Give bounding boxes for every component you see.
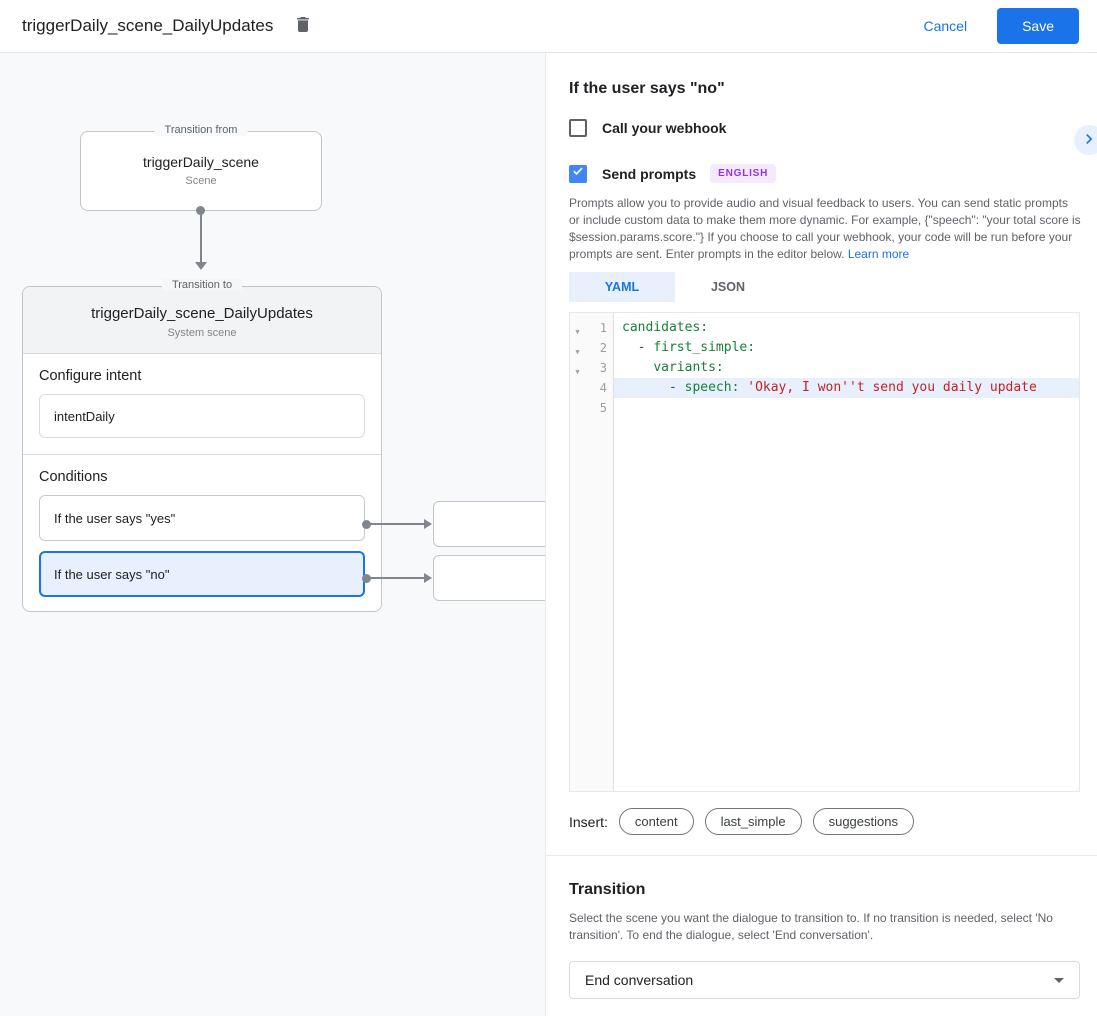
line-number: 5: [599, 401, 607, 415]
line-number: 2: [599, 341, 607, 355]
insert-row: Insert: content last_simple suggestions: [569, 808, 1080, 835]
transition-heading: Transition: [569, 881, 646, 898]
fold-arrow-icon[interactable]: [570, 319, 585, 338]
fold-arrow-icon[interactable]: [570, 359, 585, 378]
to-scene-header: triggerDaily_scene_DailyUpdates System s…: [23, 287, 381, 354]
line-number: 4: [599, 381, 607, 395]
edge-dot: [362, 574, 371, 583]
connector-arrowhead-icon: [195, 262, 207, 270]
conditions-label: Conditions: [39, 469, 108, 485]
editor-format-tabs: YAML JSON: [569, 272, 1080, 302]
intent-item[interactable]: intentDaily: [39, 394, 365, 438]
code-area[interactable]: candidates: - first_simple: variants: - …: [614, 313, 1079, 791]
delete-button[interactable]: [293, 14, 313, 38]
configure-intent-label: Configure intent: [39, 368, 142, 384]
trash-icon: [293, 14, 313, 38]
send-prompts-checkbox[interactable]: [569, 164, 587, 183]
editor-gutter: 1 2 3 4 5: [570, 313, 614, 791]
transition-from-node[interactable]: Transition from triggerDaily_scene Scene: [80, 124, 322, 211]
line-number: 3: [599, 361, 607, 375]
save-button[interactable]: Save: [997, 8, 1079, 44]
checkmark-icon: [571, 164, 585, 183]
code-line: - first_simple:: [622, 340, 756, 355]
scene-flow-canvas: Transition from triggerDaily_scene Scene…: [0, 53, 545, 1016]
condition-heading: If the user says "no": [569, 80, 725, 97]
panel-divider: [546, 855, 1097, 856]
to-scene-name: triggerDaily_scene_DailyUpdates: [91, 305, 313, 322]
transition-from-legend: Transition from: [154, 124, 248, 136]
transition-to-card: Transition to triggerDaily_scene_DailyUp…: [22, 279, 382, 612]
line-number: 1: [599, 321, 607, 335]
condition-item-no[interactable]: If the user says "no": [39, 551, 365, 597]
code-line: [614, 398, 1079, 418]
code-line: variants:: [653, 360, 724, 375]
insert-last-simple-chip[interactable]: last_simple: [704, 808, 802, 835]
send-prompts-label: Send prompts: [602, 165, 697, 182]
edge-dot: [362, 520, 371, 529]
insert-suggestions-chip[interactable]: suggestions: [812, 808, 914, 835]
top-bar: triggerDaily_scene_DailyUpdates Cancel S…: [0, 0, 1097, 53]
language-badge: ENGLISH: [710, 164, 777, 183]
condition-target-node[interactable]: [433, 501, 545, 547]
connector-dot: [196, 206, 205, 215]
cancel-button[interactable]: Cancel: [923, 18, 968, 34]
code-line: candidates:: [622, 320, 709, 335]
page-title: triggerDaily_scene_DailyUpdates: [22, 16, 274, 35]
edge-line: [369, 523, 424, 525]
chevron-right-icon: [1079, 129, 1097, 152]
to-scene-type: System scene: [167, 327, 237, 339]
tab-yaml[interactable]: YAML: [569, 272, 675, 302]
insert-content-chip[interactable]: content: [618, 808, 694, 835]
webhook-checkbox[interactable]: [569, 119, 587, 137]
card-divider: [23, 454, 381, 455]
edge-line: [369, 577, 424, 579]
webhook-label: Call your webhook: [602, 120, 727, 136]
prompts-description: Prompts allow you to provide audio and v…: [569, 196, 1081, 261]
transition-to-legend: Transition to: [161, 279, 243, 291]
yaml-editor: 1 2 3 4 5 candidates: - first_simple: va…: [569, 312, 1080, 792]
from-scene-type: Scene: [185, 175, 217, 187]
learn-more-link[interactable]: Learn more: [847, 247, 910, 261]
code-line-highlighted: - speech: 'Okay, I won''t send you daily…: [614, 378, 1079, 398]
insert-label: Insert:: [569, 813, 608, 830]
collapse-panel-button[interactable]: [1074, 125, 1097, 155]
from-scene-name: triggerDaily_scene: [143, 154, 259, 170]
tab-json[interactable]: JSON: [710, 280, 746, 294]
connector-line: [200, 213, 202, 263]
condition-editor-panel: If the user says "no" Call your webhook …: [545, 53, 1097, 1016]
edge-arrowhead-icon: [424, 519, 432, 529]
dropdown-caret-icon: [1054, 977, 1064, 983]
condition-target-node[interactable]: [433, 555, 545, 601]
edge-arrowhead-icon: [424, 573, 432, 583]
transition-selected-value: End conversation: [585, 972, 694, 988]
fold-arrow-icon[interactable]: [570, 339, 585, 358]
transition-select[interactable]: End conversation: [569, 961, 1080, 999]
transition-description: Select the scene you want the dialogue t…: [569, 911, 1053, 942]
condition-item-yes[interactable]: If the user says "yes": [39, 495, 365, 541]
